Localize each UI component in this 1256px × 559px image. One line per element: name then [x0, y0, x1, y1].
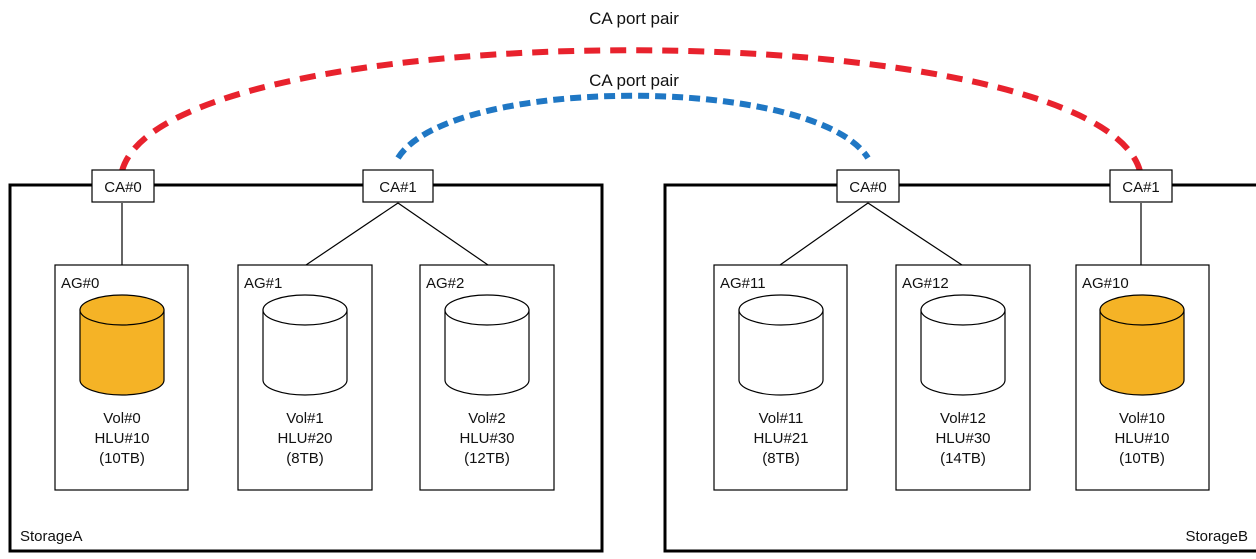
ag-box: AG#12 Vol#12 HLU#30 (14TB): [895, 264, 1031, 491]
size-label: (8TB): [286, 450, 324, 467]
svg-text:CA#1: CA#1: [379, 179, 417, 196]
storage-b-label: StorageB: [1185, 528, 1248, 545]
size-label: (10TB): [99, 450, 145, 467]
disk-icon: [262, 294, 348, 396]
storage-a-label: StorageA: [20, 528, 83, 545]
size-label: (8TB): [762, 450, 800, 467]
hlu-label: HLU#30: [459, 430, 514, 447]
ag-box: AG#2 Vol#2 HLU#30 (12TB): [419, 264, 555, 491]
ag-label: AG#0: [61, 275, 99, 292]
red-port-pair-label: CA port pair: [589, 9, 679, 28]
storage-b-ca1-port: CA#1: [1109, 169, 1173, 203]
storage-a: StorageA CA#0 CA#1 AG#0 Vol#0 HLU#10 (10…: [8, 169, 604, 553]
vol-label: Vol#10: [1119, 410, 1165, 427]
blue-port-pair-arc: [395, 92, 871, 160]
size-label: (10TB): [1119, 450, 1165, 467]
ag-box: AG#0 Vol#0 HLU#10 (10TB): [54, 264, 189, 491]
disk-icon: [1099, 294, 1185, 396]
ag-box: AG#10 Vol#10 HLU#10 (10TB): [1075, 264, 1210, 491]
disk-icon: [738, 294, 824, 396]
ag-label: AG#11: [720, 275, 766, 292]
vol-label: Vol#1: [286, 410, 324, 427]
vol-label: Vol#12: [940, 410, 986, 427]
blue-port-pair-label: CA port pair: [589, 71, 679, 90]
vol-label: Vol#2: [468, 410, 506, 427]
red-port-pair-arc: [119, 47, 1143, 172]
ag-label: AG#10: [1082, 275, 1129, 292]
vol-label: Vol#11: [759, 410, 804, 427]
ag-label: AG#1: [244, 275, 282, 292]
ag-box: AG#11 Vol#11 HLU#21 (8TB): [713, 264, 848, 491]
disk-icon: [79, 294, 165, 396]
disk-icon: [920, 294, 1006, 396]
size-label: (14TB): [940, 450, 986, 467]
hlu-label: HLU#10: [1114, 430, 1169, 447]
hlu-label: HLU#10: [94, 430, 149, 447]
storage-a-ca1-port: CA#1: [362, 169, 434, 203]
ag-label: AG#2: [426, 275, 464, 292]
svg-text:CA#0: CA#0: [104, 179, 142, 196]
disk-icon: [444, 294, 530, 396]
hlu-label: HLU#30: [935, 430, 990, 447]
hlu-label: HLU#20: [277, 430, 332, 447]
storage-a-ca0-port: CA#0: [91, 169, 155, 203]
size-label: (12TB): [464, 450, 510, 467]
hlu-label: HLU#21: [753, 430, 808, 447]
storage-b: StorageB CA#0 CA#1 AG#11 Vol#11 HLU#21 (…: [663, 169, 1256, 553]
svg-text:CA#1: CA#1: [1122, 179, 1160, 196]
ag-box: AG#1 Vol#1 HLU#20 (8TB): [237, 264, 373, 491]
storage-b-ca0-port: CA#0: [836, 169, 900, 203]
vol-label: Vol#0: [103, 410, 141, 427]
ag-label: AG#12: [902, 275, 949, 292]
svg-text:CA#0: CA#0: [849, 179, 887, 196]
